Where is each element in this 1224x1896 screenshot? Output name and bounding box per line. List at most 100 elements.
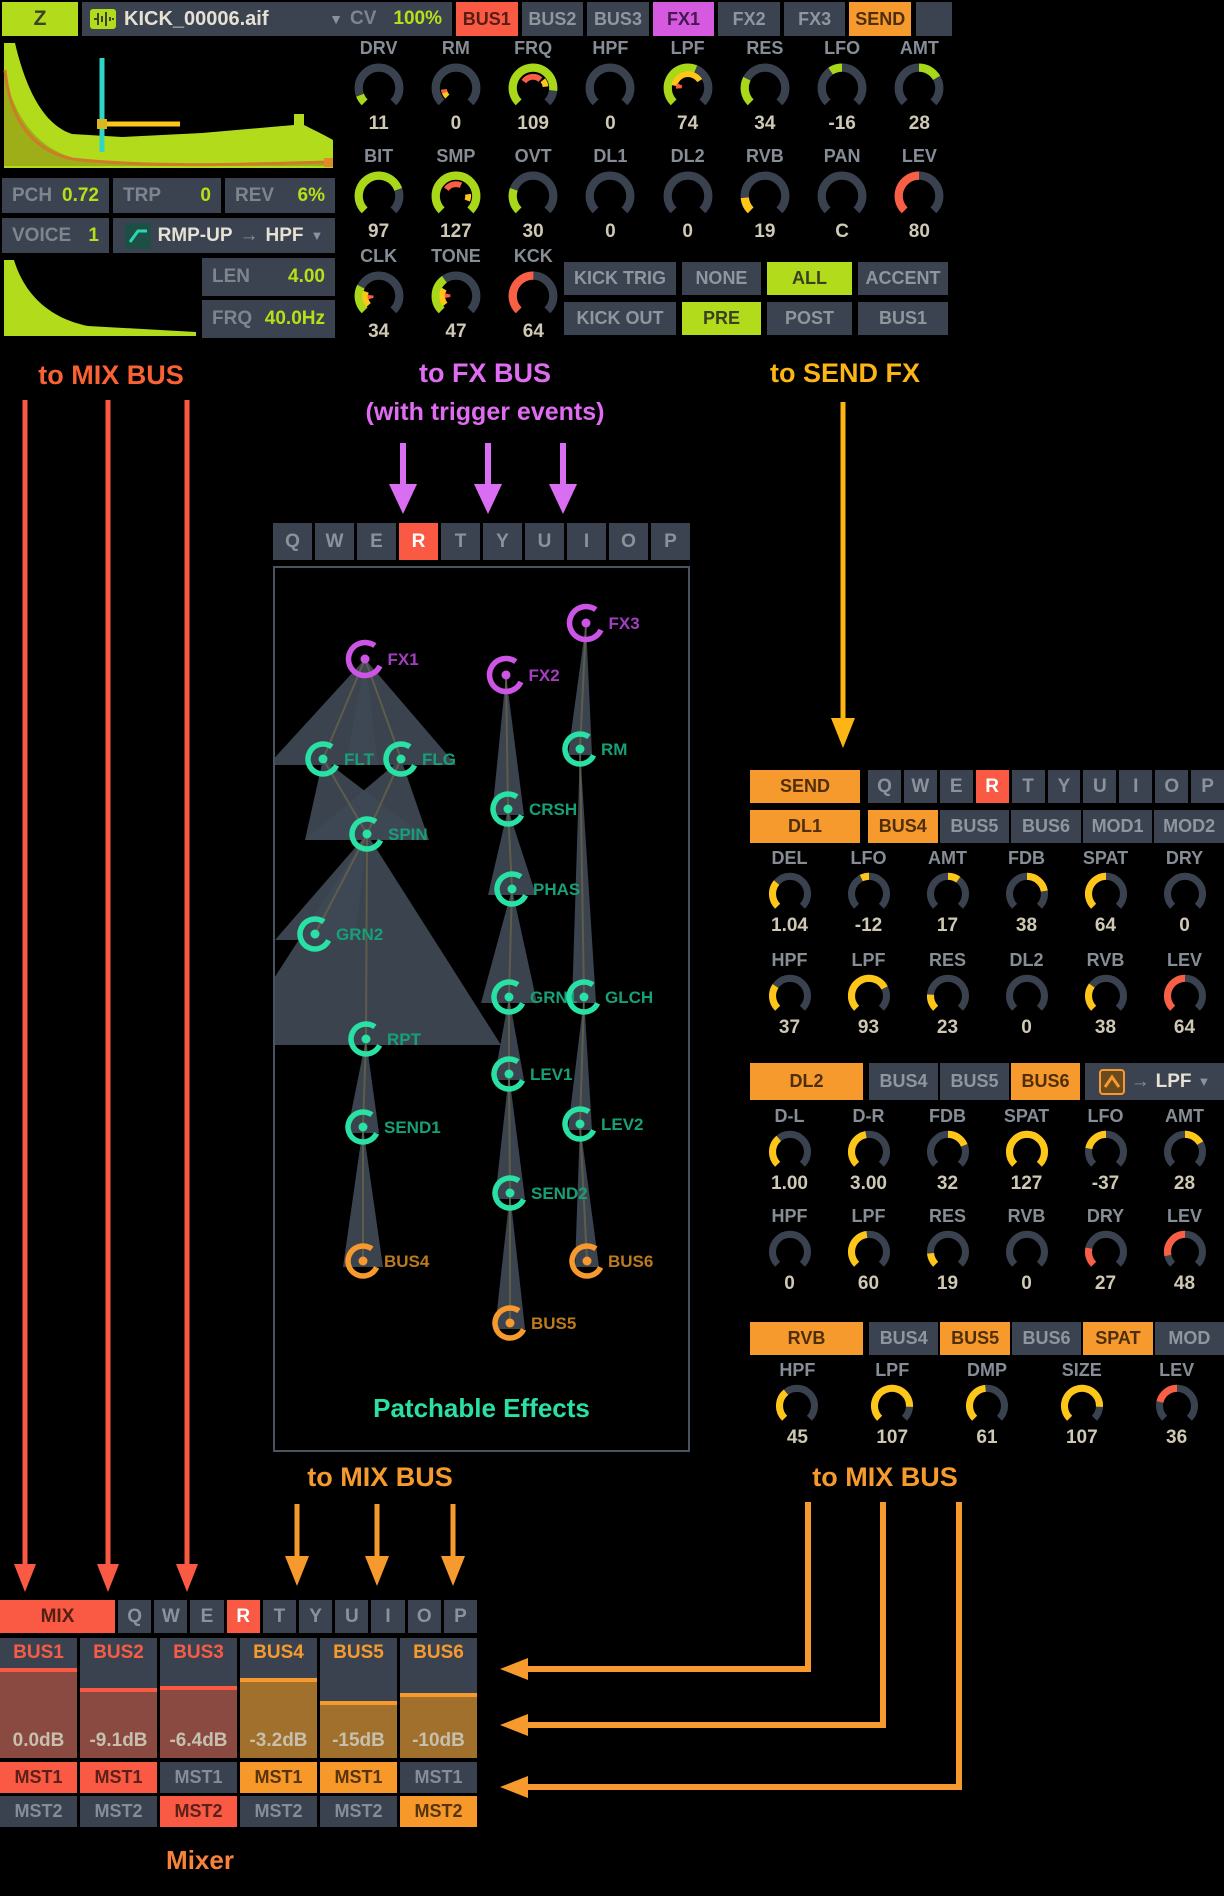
button-spat[interactable]: SPAT bbox=[1083, 1322, 1153, 1355]
tab-p[interactable]: P bbox=[443, 1600, 478, 1633]
button-fx2[interactable]: FX2 bbox=[718, 2, 780, 36]
patch-node-grn2[interactable]: GRN2 bbox=[295, 914, 383, 954]
mixer-fader-bus4[interactable]: BUS4-3.2dB bbox=[240, 1638, 317, 1758]
button-none[interactable]: NONE bbox=[682, 262, 761, 295]
mod-dropdown-icon[interactable]: ▼ bbox=[1197, 1074, 1211, 1089]
patch-node-glch[interactable]: GLCH bbox=[564, 977, 653, 1017]
patch-node-rm[interactable]: RM bbox=[560, 729, 627, 769]
end-marker[interactable] bbox=[324, 158, 333, 167]
mst2-toggle-bus2[interactable]: MST2 bbox=[80, 1796, 157, 1827]
mst1-toggle-bus2[interactable]: MST1 bbox=[80, 1762, 157, 1793]
button-send[interactable]: SEND bbox=[849, 2, 912, 36]
button-pre[interactable]: PRE bbox=[682, 302, 761, 335]
tab-t[interactable]: T bbox=[441, 523, 480, 560]
patch-node-lev2[interactable]: LEV2 bbox=[560, 1104, 644, 1144]
patch-node-grn1[interactable]: GRN1 bbox=[489, 977, 577, 1017]
dl2-tab[interactable]: DL2 bbox=[750, 1063, 863, 1100]
mst2-toggle-bus4[interactable]: MST2 bbox=[240, 1796, 317, 1827]
send-tab[interactable]: SEND bbox=[750, 770, 860, 803]
tab-t[interactable]: T bbox=[262, 1600, 297, 1633]
z-button[interactable]: Z bbox=[2, 2, 78, 36]
patch-node-fx2[interactable]: FX2 bbox=[484, 653, 560, 697]
button-kick-trig[interactable]: KICK TRIG bbox=[564, 262, 677, 295]
button-fx1[interactable]: FX1 bbox=[652, 2, 715, 36]
patch-node-lev1[interactable]: LEV1 bbox=[489, 1054, 573, 1094]
sample-dropdown-icon[interactable]: ▼ bbox=[329, 11, 343, 27]
tab-y[interactable]: Y bbox=[1047, 770, 1081, 803]
tab-w[interactable]: W bbox=[315, 523, 354, 560]
tab-q[interactable]: Q bbox=[273, 523, 312, 560]
tab-q[interactable]: Q bbox=[868, 770, 901, 803]
env-dropdown-icon[interactable]: ▼ bbox=[310, 228, 324, 243]
tab-p[interactable]: P bbox=[651, 523, 690, 560]
tab-q[interactable]: Q bbox=[118, 1600, 152, 1633]
tab-r[interactable]: R bbox=[399, 523, 438, 560]
button-bus3[interactable]: BUS3 bbox=[587, 2, 649, 36]
button-bus4[interactable]: BUS4 bbox=[869, 1063, 938, 1100]
tab-e[interactable]: E bbox=[357, 523, 396, 560]
button-bus1[interactable]: BUS1 bbox=[456, 2, 518, 36]
mst2-toggle-bus5[interactable]: MST2 bbox=[320, 1796, 397, 1827]
patch-node-crsh[interactable]: CRSH bbox=[488, 789, 577, 829]
patch-node-phas[interactable]: PHAS bbox=[492, 869, 580, 909]
tab-r[interactable]: R bbox=[226, 1600, 260, 1633]
tab-i[interactable]: I bbox=[567, 523, 606, 560]
button-bus5[interactable]: BUS5 bbox=[940, 1322, 1010, 1355]
patch-node-flt[interactable]: FLT bbox=[303, 739, 375, 779]
patch-node-spin[interactable]: SPIN bbox=[347, 814, 428, 854]
tab-i[interactable]: I bbox=[1119, 770, 1153, 803]
button-mod[interactable]: MOD bbox=[1154, 1322, 1224, 1355]
tab-o[interactable]: O bbox=[1155, 770, 1189, 803]
tab-u[interactable]: U bbox=[525, 523, 564, 560]
knob-lfo[interactable]: LFO-16 bbox=[804, 38, 881, 135]
button-mod1[interactable]: MOD1 bbox=[1082, 810, 1153, 843]
button-bus1[interactable]: BUS1 bbox=[858, 302, 948, 335]
button-bus2[interactable]: BUS2 bbox=[521, 2, 584, 36]
tab-t[interactable]: T bbox=[1011, 770, 1045, 803]
tab-p[interactable]: P bbox=[1191, 770, 1224, 803]
mst1-toggle-bus6[interactable]: MST1 bbox=[400, 1762, 477, 1793]
env-display[interactable] bbox=[2, 258, 198, 338]
tab-y[interactable]: Y bbox=[483, 523, 522, 560]
env-selector[interactable]: RMP-UP → HPF ▼ bbox=[113, 218, 335, 253]
tab-y[interactable]: Y bbox=[299, 1600, 333, 1633]
tab-i[interactable]: I bbox=[371, 1600, 405, 1633]
mst1-toggle-bus5[interactable]: MST1 bbox=[320, 1762, 397, 1793]
tab-o[interactable]: O bbox=[407, 1600, 441, 1633]
tab-r[interactable]: R bbox=[975, 770, 1009, 803]
button-post[interactable]: POST bbox=[766, 302, 853, 335]
mixer-fader-bus3[interactable]: BUS3-6.4dB bbox=[160, 1638, 237, 1758]
button-bus4[interactable]: BUS4 bbox=[868, 810, 938, 843]
tab-e[interactable]: E bbox=[190, 1600, 224, 1633]
patch-node-flg[interactable]: FLG bbox=[381, 739, 456, 779]
